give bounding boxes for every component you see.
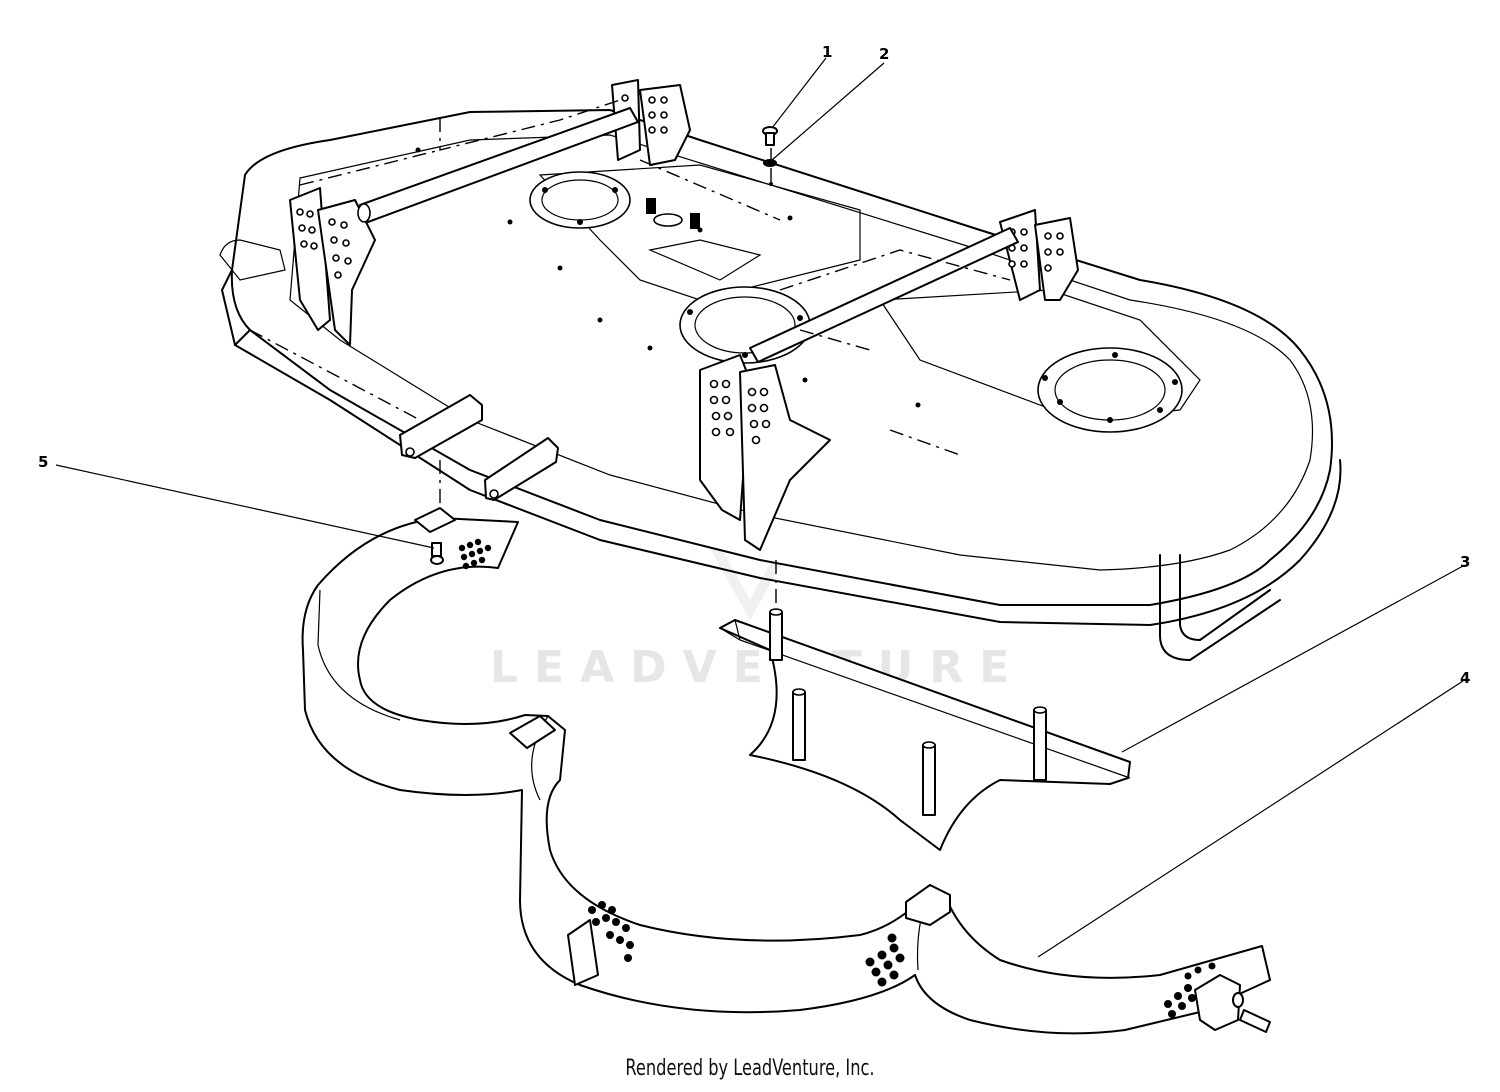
spindle-opening-left [529, 171, 631, 229]
bolt-part-1 [762, 126, 778, 146]
washer-part-2 [763, 159, 777, 186]
callout-leaders [55, 57, 1464, 958]
skirt-part-4 [301, 460, 1271, 1035]
spindle-opening-center [679, 286, 811, 364]
mower-deck [219, 79, 1342, 661]
bolt-part-5 [430, 542, 444, 565]
render-credit: Rendered by LeadVenture, Inc. [625, 1056, 875, 1081]
end-bolt [1232, 992, 1271, 1033]
baffle-part-3 [719, 560, 1131, 851]
callout-2: 2 [879, 45, 889, 63]
callout-1: 1 [822, 43, 832, 61]
callout-4: 4 [1460, 669, 1470, 687]
watermark-text: LEADVENTURE [490, 642, 1025, 693]
callout-3: 3 [1460, 553, 1470, 571]
callout-5: 5 [38, 453, 48, 471]
spindle-opening-right [1037, 347, 1183, 433]
